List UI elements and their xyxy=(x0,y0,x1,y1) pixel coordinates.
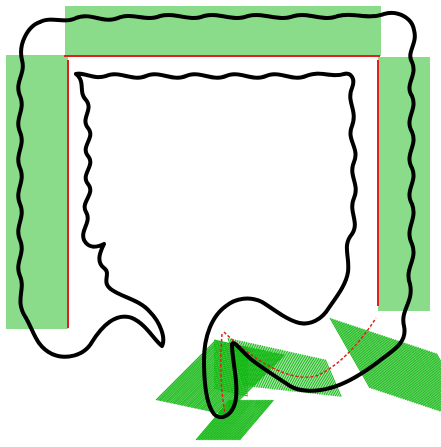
ascending-colon-hatch xyxy=(6,56,68,328)
transverse-colon-hatch xyxy=(66,6,380,56)
descending-colon-hatch xyxy=(378,58,430,310)
sigmoid-right-hatch xyxy=(330,318,441,423)
